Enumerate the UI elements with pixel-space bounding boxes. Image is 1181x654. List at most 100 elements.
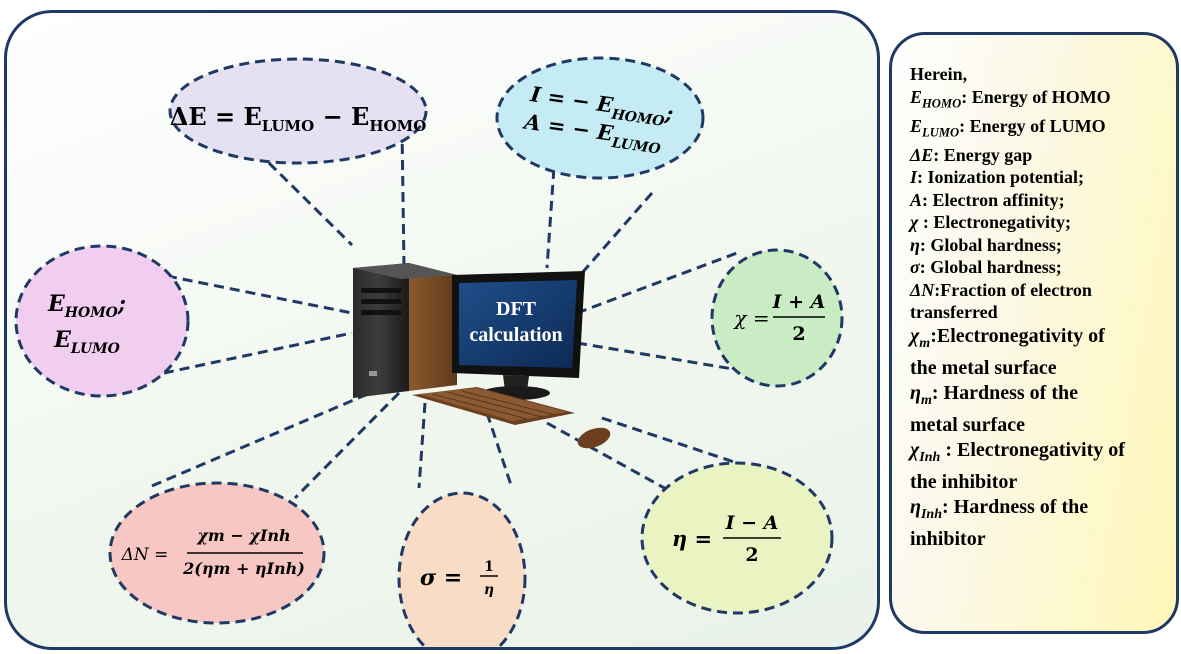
monitor-label-line2: calculation — [469, 324, 562, 346]
legend-symbol: η — [910, 234, 920, 255]
legend-symbol: ΔN — [910, 279, 935, 300]
legend-description: : Ionization potential; — [917, 167, 1085, 188]
connector-deltan-2 — [293, 391, 401, 500]
bubble-sigma: σ = 1 η — [397, 491, 527, 647]
lumo-label: E — [53, 327, 72, 353]
legend-item: η: Global hardness; — [910, 234, 1176, 257]
legend-item: ELUMO: Energy of LUMO — [910, 115, 1176, 144]
computer-tower — [353, 263, 457, 398]
legend-item: A: Electron affinity; — [910, 189, 1176, 212]
legend-symbol: A — [910, 189, 923, 210]
legend-symbol: χ — [910, 438, 920, 461]
legend-description: :Fraction of electron — [934, 279, 1092, 300]
legend-item: ΔE: Energy gap — [910, 144, 1176, 167]
bubble-energy-gap: ΔE = ELUMO − EHOMO — [168, 57, 428, 165]
computer-mouse — [577, 427, 611, 449]
svg-text:ΔE = ELUMO − EHOMO: ΔE = ELUMO − EHOMO — [170, 102, 427, 135]
eta-num: I − A — [725, 512, 779, 534]
chi-num: I + A — [772, 291, 826, 313]
computer-monitor: DFT calculation — [452, 271, 585, 400]
bubble-delta-n: ΔN = χm − χInh 2(ηm + ηInh) — [108, 481, 326, 625]
legend-description: : Electronegativity of — [940, 438, 1125, 461]
bubble-eta: η = I − A 2 — [640, 461, 834, 615]
lumo-sub: LUMO — [70, 341, 121, 357]
monitor-label-line1: DFT — [496, 298, 537, 320]
energy-gap-sub2: HOMO — [369, 117, 426, 135]
legend-item: metal surface — [910, 413, 1176, 438]
legend-item: χInh : Electronegativity of — [910, 438, 1176, 471]
energy-gap-sub1: LUMO — [262, 117, 314, 135]
legend-description: : Energy of HOMO — [961, 86, 1111, 107]
deltan-lhs: ΔN = — [121, 545, 169, 565]
connector-lines — [116, 127, 758, 500]
connector-ion-2 — [580, 192, 654, 274]
legend-symbol: σ — [910, 257, 920, 278]
legend-item: inhibitor — [910, 527, 1176, 552]
legend-symbol: η — [910, 495, 921, 518]
legend-item: χ : Electronegativity; — [910, 211, 1176, 234]
computer-illustration: DFT calculation — [353, 263, 611, 449]
legend-symbol: I — [910, 167, 918, 188]
connector-chi — [576, 251, 738, 315]
homo-end: ; — [117, 291, 126, 317]
ion-line1-sub: HOMO — [610, 107, 667, 130]
legend-symbol: χ — [910, 324, 920, 347]
chi-den: 2 — [792, 323, 805, 345]
connector-sigma — [417, 402, 427, 489]
legend-item: transferred — [910, 301, 1176, 324]
legend-symbol: χ — [910, 212, 919, 233]
legend-item: σ: Global hardness; — [910, 256, 1176, 279]
legend-subscript: LUMO — [922, 125, 960, 140]
connector-eta-2 — [601, 416, 753, 470]
legend-description: : Electronegativity; — [918, 212, 1071, 233]
homo-label: E — [47, 291, 66, 317]
deltan-num: χm − χInh — [196, 526, 290, 545]
legend-description: the inhibitor — [910, 471, 1018, 494]
legend-symbol: E — [910, 115, 923, 136]
legend-description: : Global hardness; — [919, 257, 1062, 278]
legend-item: ηm: Hardness of the — [910, 381, 1176, 414]
legend-symbol: η — [910, 381, 921, 404]
sigma-num: 1 — [484, 559, 494, 575]
connector-energy-gap — [400, 127, 406, 269]
connector-deltan — [146, 386, 383, 490]
connector-eta — [546, 421, 678, 497]
legend-description: : Energy of LUMO — [959, 115, 1106, 136]
energy-gap-mid: − E — [314, 102, 369, 131]
legend-description: : Hardness of the — [942, 495, 1089, 518]
connector-energy-gap-2 — [267, 161, 354, 247]
legend-item: ΔN:Fraction of electron — [910, 279, 1176, 302]
energy-gap-formula: ΔE = E — [170, 102, 262, 131]
legend-description: : Hardness of the — [931, 381, 1078, 404]
chi-lhs: χ = — [732, 306, 769, 330]
connector-chi-2 — [576, 341, 758, 375]
legend-description: : Global hardness; — [919, 234, 1062, 255]
legend-description: inhibitor — [910, 528, 986, 551]
legend-description: metal surface — [910, 414, 1025, 437]
legend-item: EHOMO: Energy of HOMO — [910, 86, 1176, 115]
legend-subscript: m — [919, 335, 931, 351]
svg-text:EHOMO;: EHOMO; — [47, 291, 126, 321]
legend-subscript: HOMO — [922, 96, 962, 111]
legend-item: χm:Electronegativity of — [910, 324, 1176, 357]
legend-description: :Electronegativity of — [930, 324, 1105, 347]
legend-subscript: Inh — [920, 506, 943, 522]
eta-den: 2 — [745, 544, 758, 566]
sigma-lhs: σ = — [420, 565, 462, 591]
ion-line2-sub: LUMO — [610, 135, 663, 158]
legend-description: transferred — [910, 302, 998, 323]
svg-text:ELUMO: ELUMO — [53, 327, 121, 357]
legend-subscript: Inh — [919, 449, 941, 465]
legend-symbol: ΔE — [910, 144, 934, 165]
legend-item: the metal surface — [910, 356, 1176, 381]
sigma-den: η — [484, 582, 494, 598]
ion-line1-end: ; — [663, 100, 675, 126]
homo-sub: HOMO — [64, 305, 119, 321]
legend-item: ηInh: Hardness of the — [910, 495, 1176, 528]
bubble-ion-affinity: I = − EHOMO; A = − ELUMO — [495, 56, 705, 180]
legend-item: the inhibitor — [910, 470, 1176, 495]
legend-description: : Electron affinity; — [922, 189, 1065, 210]
